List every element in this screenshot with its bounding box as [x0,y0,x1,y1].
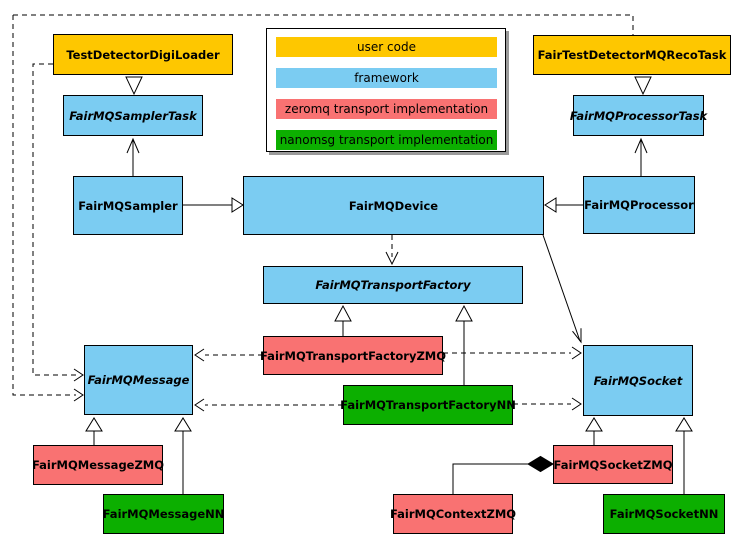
edge-processor-device [544,197,583,213]
node-fairmqdevice: FairMQDevice [243,176,544,235]
node-fairmqmessagezmq: FairMQMessageZMQ [31,445,165,485]
node-label: FairMQContextZMQ [389,507,517,521]
edge-digiloader-samplertask [125,76,143,96]
edge-transportfactoryzmq-socket [443,346,582,360]
edge-socketnn-socket [675,417,693,494]
edge-dashed-left-rail-to-message [12,15,84,402]
node-label: FairMQSocketZMQ [553,457,673,472]
node-label: FairMQProcessorTask [569,108,708,123]
edge-sampler-device [183,197,244,213]
edge-contextzmq-socketzmq-composition [452,455,554,494]
node-fairmqsocket: FairMQSocket [583,345,693,416]
edge-processor-processortask [634,137,648,176]
edge-messagezmq-message [85,417,103,445]
node-fairmqsocketnn: FairMQSocketNN [603,494,725,534]
node-label: FairMQSocketNN [609,507,719,521]
legend-item-framework: framework [276,68,497,88]
node-label: FairMQSamplerTask [69,108,197,123]
node-label: FairMQProcessor [584,198,694,212]
node-label: FairMQMessageNN [102,507,225,521]
edge-transportfactorynn-message [194,398,343,412]
edge-dashed-digiloader-to-message [32,63,84,382]
node-fairmqprocessor: FairMQProcessor [583,176,695,234]
legend-item-user-code: user code [276,37,497,57]
node-fairtestdetectormqrecotask: FairTestDetectorMQRecoTask [533,35,731,75]
node-fairmqtransportfactoryzmq: FairMQTransportFactoryZMQ [260,336,447,375]
node-label: FairMQMessageZMQ [31,458,165,472]
edge-transportfactorynn-transportfactory [455,304,473,385]
node-fairmqcontextzmq: FairMQContextZMQ [389,494,517,534]
node-label: FairTestDetectorMQRecoTask [537,48,727,62]
node-label: FairMQMessage [87,373,190,387]
node-fairmqprocessortask: FairMQProcessorTask [569,95,708,136]
legend-item-nanomsg: nanomsg transport implementation [276,130,497,150]
legend-label-zeromq: zeromq transport implementation [284,102,489,116]
node-label: TestDetectorDigiLoader [66,47,220,62]
legend-item-zeromq: zeromq transport implementation [276,99,497,119]
edge-device-transportfactory [385,235,399,266]
legend-label-nanomsg: nanomsg transport implementation [279,133,494,147]
node-label: FairMQSampler [78,198,178,213]
node-fairmqmessagenn: FairMQMessageNN [103,494,224,534]
node-label: FairMQTransportFactory [315,278,471,292]
edge-device-socket [542,234,582,344]
edge-socketzmq-socket [585,417,603,445]
node-label: FairMQSocket [593,373,683,388]
node-label: FairMQTransportFactoryZMQ [260,348,447,363]
node-fairmqtransportfactory: FairMQTransportFactory [263,266,523,304]
edge-transportfactoryzmq-message [194,348,263,362]
edge-transportfactoryzmq-transportfactory [334,304,352,336]
node-testdetectordigiloader: TestDetectorDigiLoader [53,34,233,75]
edge-transportfactorynn-socket [513,397,582,411]
node-label: FairMQDevice [348,198,439,213]
node-fairmqmessage: FairMQMessage [84,345,193,415]
edge-sampler-samplertask [126,137,140,176]
node-label: FairMQTransportFactoryNN [340,398,516,412]
node-fairmqsampler: FairMQSampler [73,176,183,235]
edge-messagenn-message [174,417,192,494]
node-fairmqsamplertask: FairMQSamplerTask [63,95,203,136]
node-fairmqtransportfactorynn: FairMQTransportFactoryNN [340,385,516,425]
edge-dashed-top-rail-to-recotask [13,14,634,35]
legend-label-user-code: user code [357,40,416,54]
edge-recotask-processortask [634,76,652,96]
node-fairmqsocketzmq: FairMQSocketZMQ [553,445,673,484]
legend-box: user code framework zeromq transport imp… [266,28,506,152]
legend-label-framework: framework [354,71,419,85]
